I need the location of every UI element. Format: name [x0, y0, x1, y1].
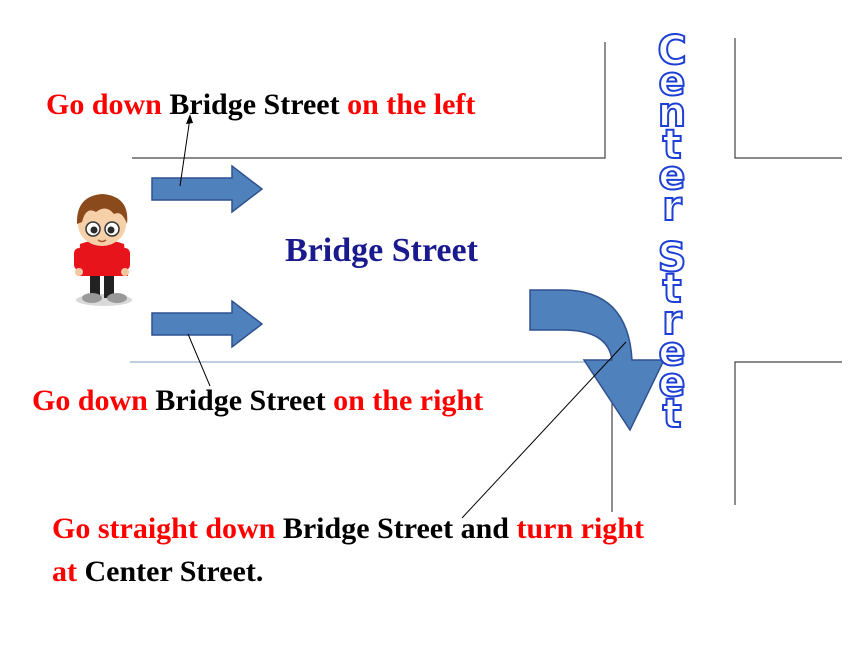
caption-straight-at: at [52, 554, 77, 588]
caption-right-side: on the right [333, 384, 484, 417]
center-street-letter: e [657, 59, 686, 106]
right-arrow-icon [151, 299, 264, 349]
center-street-letter: C [656, 28, 687, 74]
center-street-letter: t [661, 121, 682, 168]
caption-straight-verb: Go straight down [52, 512, 276, 545]
caption-right-street: Bridge Street [147, 384, 334, 417]
caption-straight-street: Bridge Street and [275, 512, 517, 545]
curved-turn-arrow-icon [529, 289, 666, 432]
pointer-straight [461, 341, 627, 519]
caption-straight-turn: turn right [516, 512, 644, 545]
bridge-street-label: Bridge Street [285, 232, 478, 269]
caption-right-verb: Go down [32, 384, 148, 417]
road-line-bottom-right [734, 361, 842, 505]
center-street-letter: r [661, 297, 683, 344]
center-street-letter: t [661, 266, 682, 313]
center-street-letter: e [657, 359, 686, 406]
caption-go-down-right: Go down Bridge Street on the right [32, 384, 483, 418]
pointer-right [187, 333, 211, 387]
road-line-top-right [734, 38, 842, 159]
pointer-lines [179, 114, 627, 519]
right-arrow-icon [151, 164, 264, 214]
caption-left-side: on the left [347, 88, 476, 121]
center-street-letter: r [661, 183, 683, 230]
caption-straight-center: Center Street. [77, 554, 264, 588]
center-street-letter: t [661, 391, 682, 438]
caption-left-verb: Go down [46, 88, 162, 121]
center-street-letter: e [657, 328, 686, 375]
caption-go-down-left: Go down Bridge Street on the left [46, 88, 475, 122]
center-street-letter: n [657, 90, 687, 137]
boy-cartoon-icon [74, 194, 132, 306]
center-street-letter: e [657, 152, 686, 199]
caption-left-street: Bridge Street [161, 88, 348, 121]
pointer-left [179, 117, 191, 187]
road-line-top-left [132, 42, 606, 159]
center-street-letter: S [657, 235, 688, 282]
caption-go-straight-turn-right: Go straight down Bridge Street and turn … [52, 508, 644, 593]
